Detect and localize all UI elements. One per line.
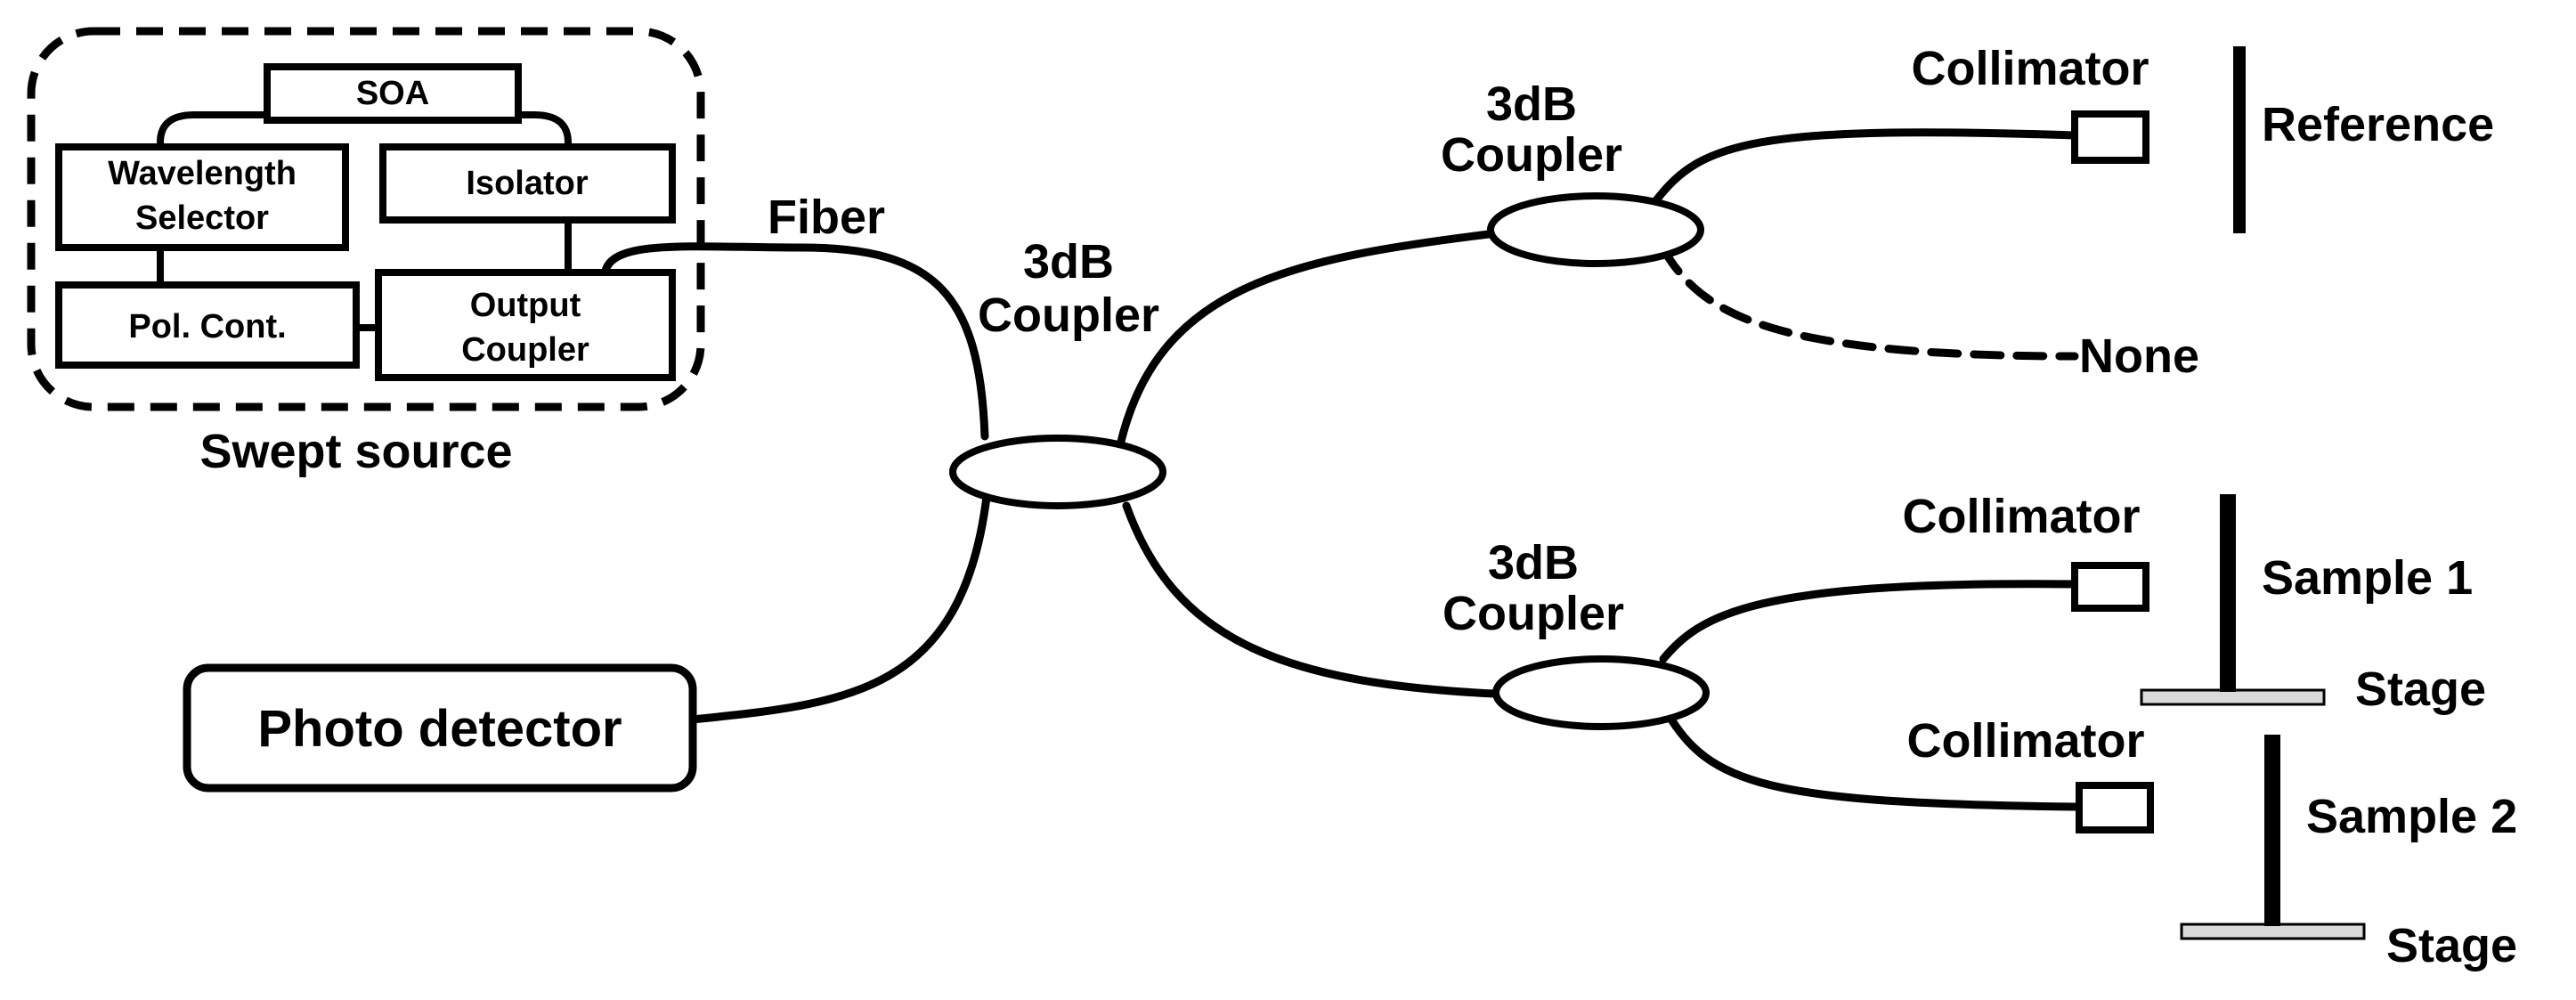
photo-detector: Photo detector [183, 663, 697, 793]
soa-to-wavelength-selector-fiber [157, 111, 267, 147]
photo-detector-box [183, 663, 697, 793]
photo-detector-label: Photo detector [257, 700, 622, 758]
reference-collimator-label: Collimator [1911, 42, 2149, 95]
lower-coupler: 3dB Coupler [1442, 536, 1710, 730]
soa-box [264, 63, 522, 124]
soa-label: SOA [356, 75, 429, 112]
lower-coupler-ellipse [1492, 655, 1710, 730]
main-to-upper-coupler-fiber [1116, 229, 1500, 450]
upper-coupler-label-line2: Coupler [1441, 128, 1622, 182]
wavelength-selector-box [55, 143, 349, 251]
sample2-plate [2264, 735, 2280, 926]
sample2-stage [2180, 923, 2366, 940]
main-coupler-label-line1: 3dB [1023, 235, 1114, 289]
output-coupler-label-line2: Coupler [461, 331, 589, 369]
upper-coupler-label-line1: 3dB [1486, 77, 1577, 131]
swept-source-caption: Swept source [199, 425, 512, 478]
reference-collimator [2071, 110, 2149, 164]
detector-fiber [688, 492, 991, 724]
output-coupler-box [375, 269, 676, 381]
lower-coupler-label-line1: 3dB [1488, 536, 1579, 589]
swept-source: SOA Wavelength Selector Isolator Pol. Co… [27, 27, 705, 478]
sample1-arm: Collimator Sample 1 Stage [1902, 490, 2486, 716]
sample2-stage-label: Stage [2386, 919, 2517, 972]
none-label: None [2079, 329, 2199, 383]
soa-to-isolator-fiber [518, 111, 572, 147]
fiber-label: Fiber [768, 191, 885, 244]
sample1-collimator-label: Collimator [1902, 490, 2140, 543]
sample2-collimator-label: Collimator [1906, 714, 2144, 768]
pol-cont-label: Pol. Cont. [128, 308, 286, 346]
upper-coupler-ellipse [1487, 192, 1704, 267]
reference-arm: Collimator Reference None [1911, 42, 2494, 383]
main-coupler-ellipse [949, 435, 1166, 509]
sample1-label: Sample 1 [2262, 551, 2473, 605]
wavelength-selector-label-line1: Wavelength [108, 155, 297, 192]
swept-source-dashed-enclosure [27, 27, 705, 411]
sample2-label: Sample 2 [2306, 790, 2517, 843]
main-coupler-label-line2: Coupler [978, 289, 1159, 342]
main-to-lower-coupler-fiber [1122, 501, 1518, 699]
sample2-collimator [2076, 782, 2154, 833]
upper-to-none-fiber-dashed [1659, 245, 2079, 361]
output-coupler-label-line1: Output [470, 287, 581, 324]
lower-coupler-label-line2: Coupler [1442, 587, 1624, 640]
reference-label: Reference [2262, 98, 2494, 151]
lower-to-sample2-fiber [1662, 708, 2079, 811]
sample1-collimator [2071, 562, 2149, 612]
isolator-label: Isolator [466, 165, 588, 202]
reference-mirror [2233, 46, 2246, 233]
pol-cont-box [55, 281, 360, 369]
fibers [601, 128, 2079, 811]
upper-coupler: 3dB Coupler [1441, 77, 1704, 267]
sample1-stage-label: Stage [2355, 663, 2486, 716]
isolator-box [379, 143, 676, 224]
wavelength-selector-label-line2: Selector [135, 199, 269, 237]
main-coupler: 3dB Coupler [949, 235, 1166, 509]
sample1-plate [2220, 494, 2236, 692]
lower-to-sample1-fiber [1659, 580, 2079, 663]
source-fiber [601, 242, 989, 441]
upper-to-reference-fiber [1652, 128, 2079, 205]
sample2-arm: Collimator Sample 2 Stage [1906, 714, 2517, 972]
sample1-stage [2140, 688, 2326, 706]
